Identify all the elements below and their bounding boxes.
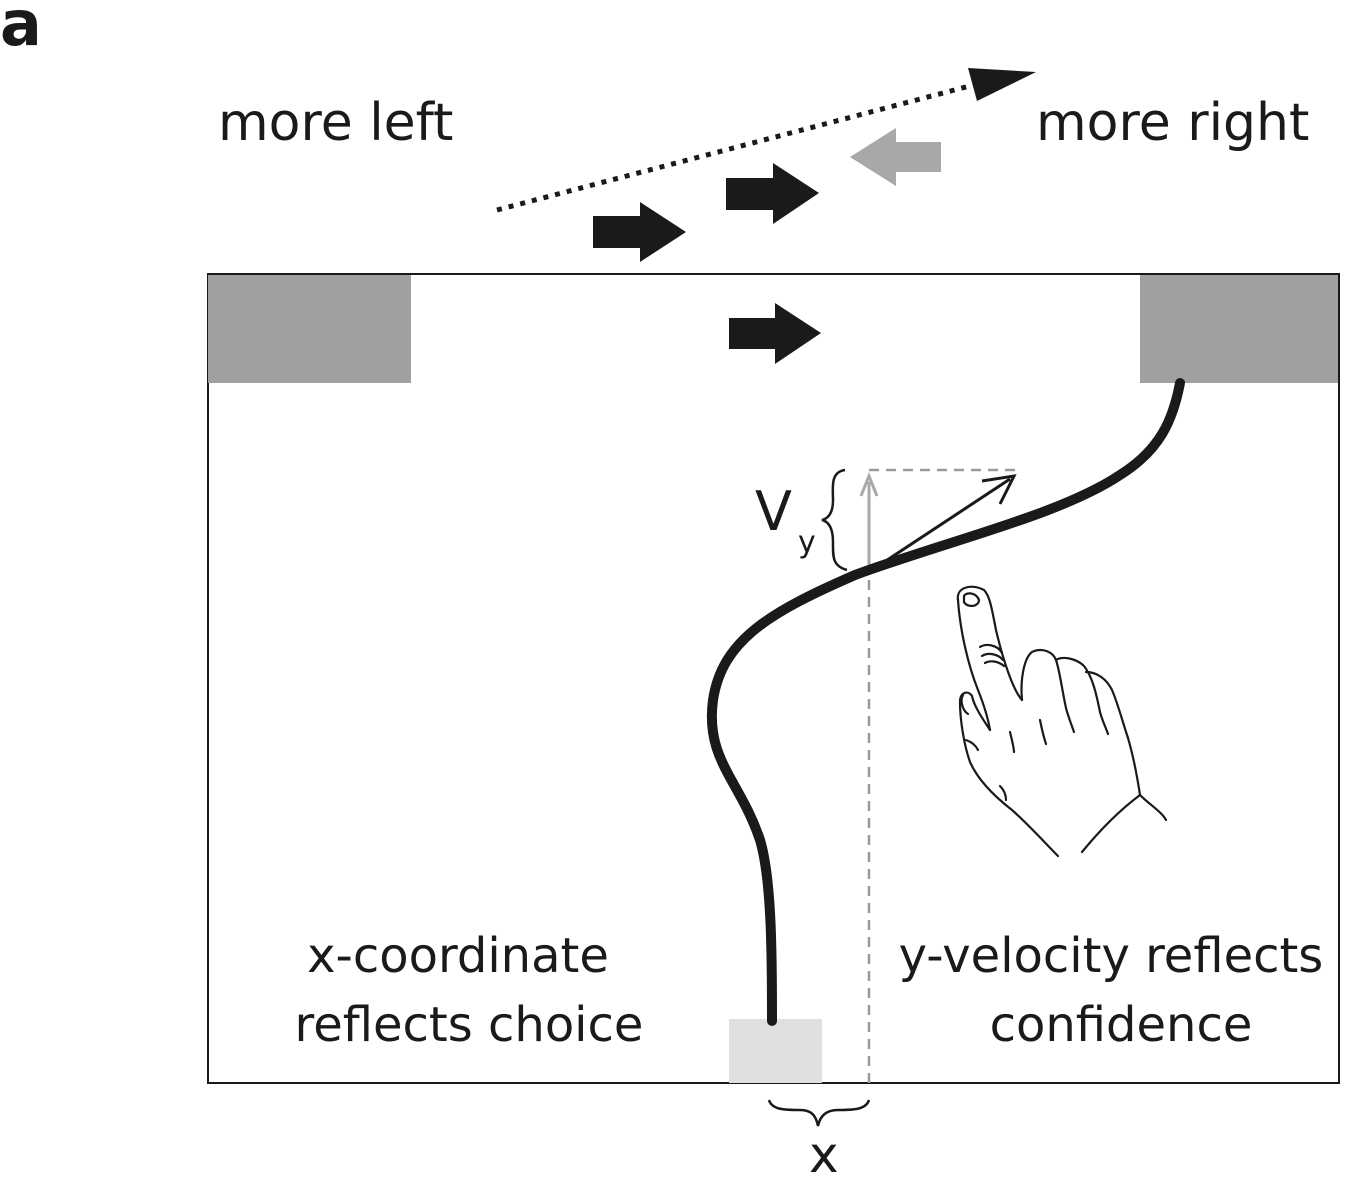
right-arrow-icon bbox=[726, 163, 819, 224]
vy-subscript: y bbox=[798, 525, 816, 560]
start-box bbox=[729, 1019, 822, 1083]
more-right-label: more right bbox=[1036, 93, 1309, 153]
x-coordinate-text-line1: x-coordinate bbox=[307, 928, 609, 984]
evidence-trend-dotted-line bbox=[496, 79, 986, 213]
y-velocity-text-line2: confidence bbox=[990, 997, 1253, 1053]
x-brace bbox=[767, 1099, 871, 1127]
vy-label: V bbox=[755, 480, 792, 543]
right-target-box bbox=[1140, 275, 1338, 383]
x-label: x bbox=[809, 1126, 839, 1180]
right-arrow-icon bbox=[729, 303, 821, 364]
mouse-trajectory bbox=[706, 378, 1185, 1026]
pointing-hand-icon bbox=[956, 585, 1168, 858]
evidence-trend-arrowhead bbox=[968, 68, 1036, 101]
vy-arrowhead bbox=[859, 471, 879, 497]
velocity-arrowhead bbox=[981, 474, 1017, 505]
right-arrow-icon bbox=[593, 202, 686, 262]
left-target-box bbox=[208, 275, 411, 383]
vy-brace bbox=[821, 468, 848, 572]
more-left-label: more left bbox=[218, 93, 453, 153]
y-velocity-text-line1: y-velocity reflects bbox=[899, 928, 1324, 984]
velocity-vector-line bbox=[868, 477, 1011, 574]
left-arrow-icon bbox=[850, 128, 941, 186]
panel-label: a bbox=[0, 0, 42, 60]
x-coordinate-text-line2: reflects choice bbox=[295, 997, 644, 1053]
